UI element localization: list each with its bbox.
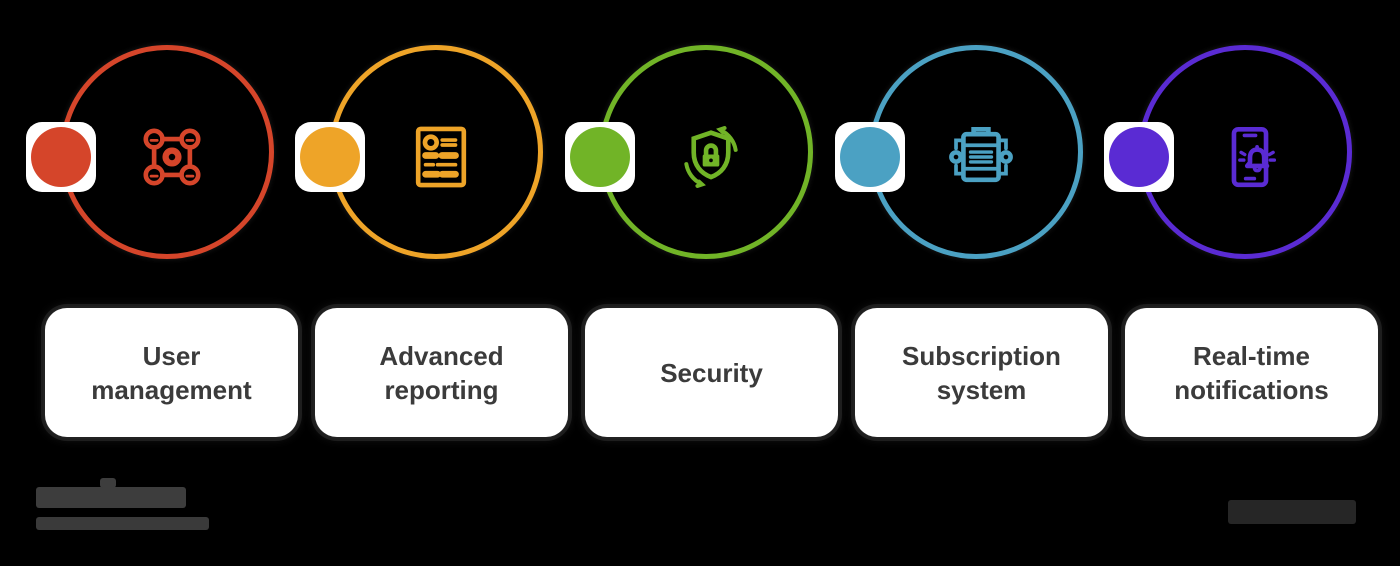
feature-unit-realtime-notifications (1104, 0, 1385, 300)
label-text: Advanced reporting (379, 340, 504, 405)
label-text: Subscription system (902, 340, 1061, 405)
feature-dot (570, 127, 630, 187)
feature-label-security: Security (585, 308, 838, 437)
watermark-logo (100, 478, 116, 488)
feature-unit-user-management (26, 0, 307, 300)
label-text: Real-time notifications (1174, 340, 1329, 405)
feature-unit-advanced-reporting (295, 0, 576, 300)
watermark-tagline (36, 517, 209, 530)
feature-unit-security (565, 0, 846, 300)
watermark-credit (1228, 500, 1356, 524)
user-network-icon (135, 120, 209, 194)
feature-label-realtime-notifications: Real-time notifications (1125, 308, 1378, 437)
feature-label-advanced-reporting: Advanced reporting (315, 308, 568, 437)
feature-label-subscription-system: Subscription system (855, 308, 1108, 437)
feature-unit-subscription-system (835, 0, 1116, 300)
feature-label-user-management: User management (45, 308, 298, 437)
label-text: Security (660, 357, 763, 388)
feature-dot (31, 127, 91, 187)
label-text: User management (91, 340, 252, 405)
feature-dot (840, 127, 900, 187)
phone-notification-icon (1213, 120, 1287, 194)
subscription-box-icon (944, 120, 1018, 194)
feature-dot (300, 127, 360, 187)
feature-dot (1109, 127, 1169, 187)
report-document-icon (404, 120, 478, 194)
watermark-logo (36, 487, 186, 508)
shield-lock-icon (674, 120, 748, 194)
